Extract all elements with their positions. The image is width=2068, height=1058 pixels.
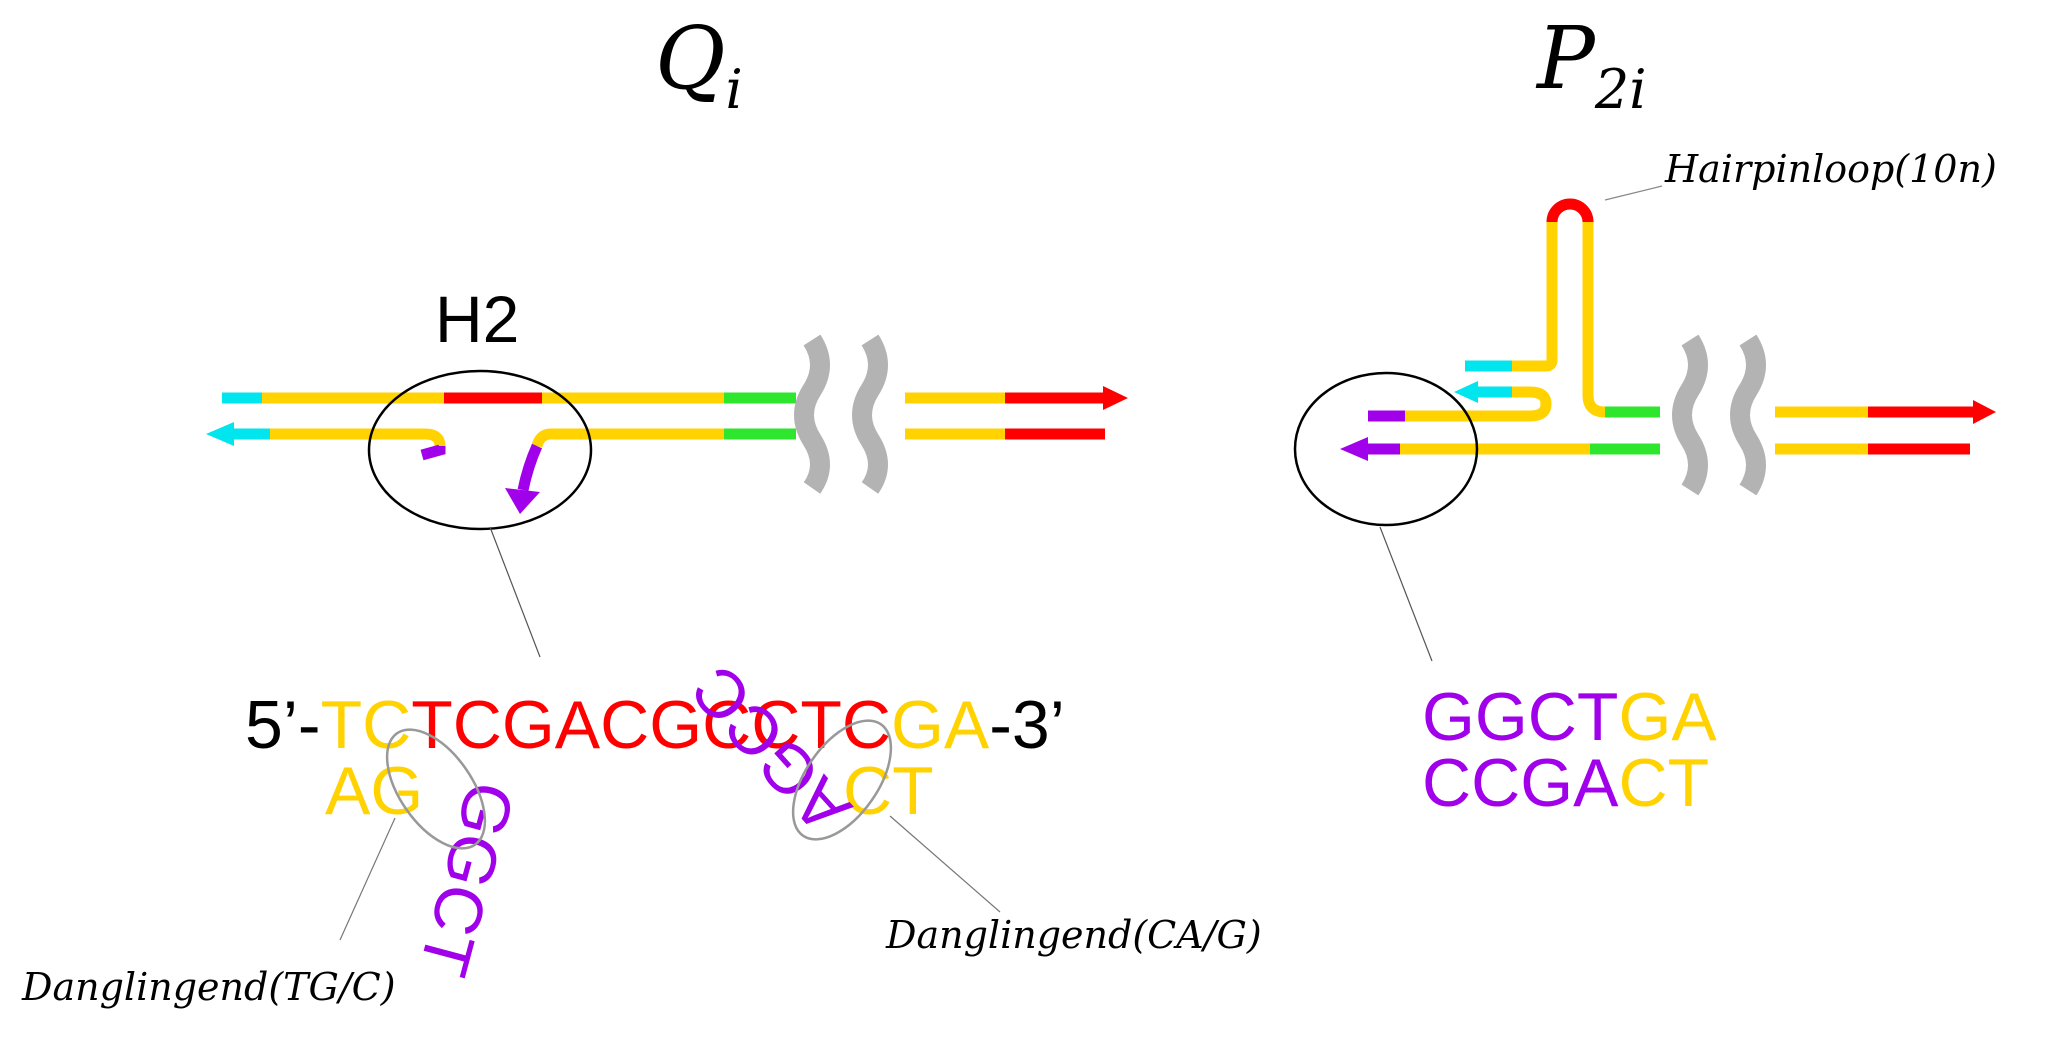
junction-ellipse: [367, 369, 593, 531]
annotation-right-leader: [889, 815, 1001, 913]
left-title-main: Q: [655, 9, 726, 109]
bottom-yellow-right: [531, 428, 724, 448]
bottom-yellow-left: [270, 428, 446, 447]
right-panel: P2i Hairpinloop(10n): [1293, 9, 1997, 821]
right-leader-line: [1379, 526, 1433, 662]
annotation-dangling-left: Danglingend(TG/C): [21, 965, 396, 1009]
left-break-marks: [794, 334, 888, 494]
seq-suffix: -3’: [989, 687, 1065, 763]
break-wave-1: [794, 334, 830, 494]
inner-fold-yellow: [1400, 386, 1552, 422]
right-seq-top-purple: GGCT: [1422, 679, 1618, 755]
hairpin-left-stem: [1512, 222, 1558, 372]
top-red-arrowhead: [1103, 386, 1128, 410]
dangle-right-ellipse: [791, 719, 893, 841]
left-panel: Qi H2: [21, 9, 1262, 1009]
left-bottom-strand: [206, 422, 1105, 514]
right-ellipse: [1293, 371, 1479, 527]
hairpin-loop: [1546, 198, 1594, 223]
seq-prefix: 5’-: [245, 687, 321, 763]
lower-purple-arrowhead: [1340, 437, 1368, 461]
dangle-left-ellipse: [385, 728, 487, 850]
right-seq-bottom-purple: CCGA: [1422, 745, 1619, 821]
purple-arrowhead: [505, 488, 540, 514]
seq-bottom-left: AG: [325, 753, 423, 829]
hairpin-annotation: Hairpinloop(10n): [1664, 147, 1997, 191]
right-break-wave-2: [1730, 334, 1766, 496]
seq-top-core: TCGACGCCTC: [411, 687, 891, 763]
right-top-arrowhead: [1973, 400, 1996, 424]
right-strands: [1340, 222, 1996, 461]
annotation-dangling-right: Danglingend(CA/G): [885, 913, 1262, 957]
dangle-left-text: GGCT: [405, 774, 529, 983]
left-title: Qi: [655, 9, 743, 121]
seq-top-part2: GA: [891, 687, 990, 763]
hairpin-right-stem: [1582, 222, 1606, 418]
junction-leader-line: [489, 526, 541, 658]
right-break-wave-1: [1672, 334, 1708, 496]
purple-dangle-left: [420, 444, 446, 461]
right-title: P2i: [1535, 9, 1647, 121]
purple-dangle-right: [517, 443, 543, 492]
left-top-strand: [222, 386, 1128, 410]
right-seq-top-yellow: GA: [1618, 679, 1717, 755]
inner-cyan-arrowhead: [1454, 381, 1478, 403]
left-sequence-top: 5’-TCTCGACGCCTCGA-3’: [245, 687, 1065, 763]
cyan-arrowhead: [206, 422, 234, 446]
seq-top-part1: TC: [321, 687, 412, 763]
h2-label: H2: [435, 282, 519, 356]
right-sequence-top: GGCTGA: [1422, 679, 1717, 755]
break-wave-2: [852, 334, 888, 494]
right-seq-bottom-yellow: CT: [1618, 745, 1709, 821]
right-title-main: P: [1535, 9, 1597, 109]
right-sequence-bottom: CCGACT: [1422, 745, 1709, 821]
right-title-sub: 2i: [1594, 58, 1647, 121]
left-title-sub: i: [726, 58, 743, 121]
annotation-left-leader: [339, 817, 396, 941]
hairpin-leader: [1604, 185, 1663, 201]
right-break-marks: [1672, 334, 1766, 496]
